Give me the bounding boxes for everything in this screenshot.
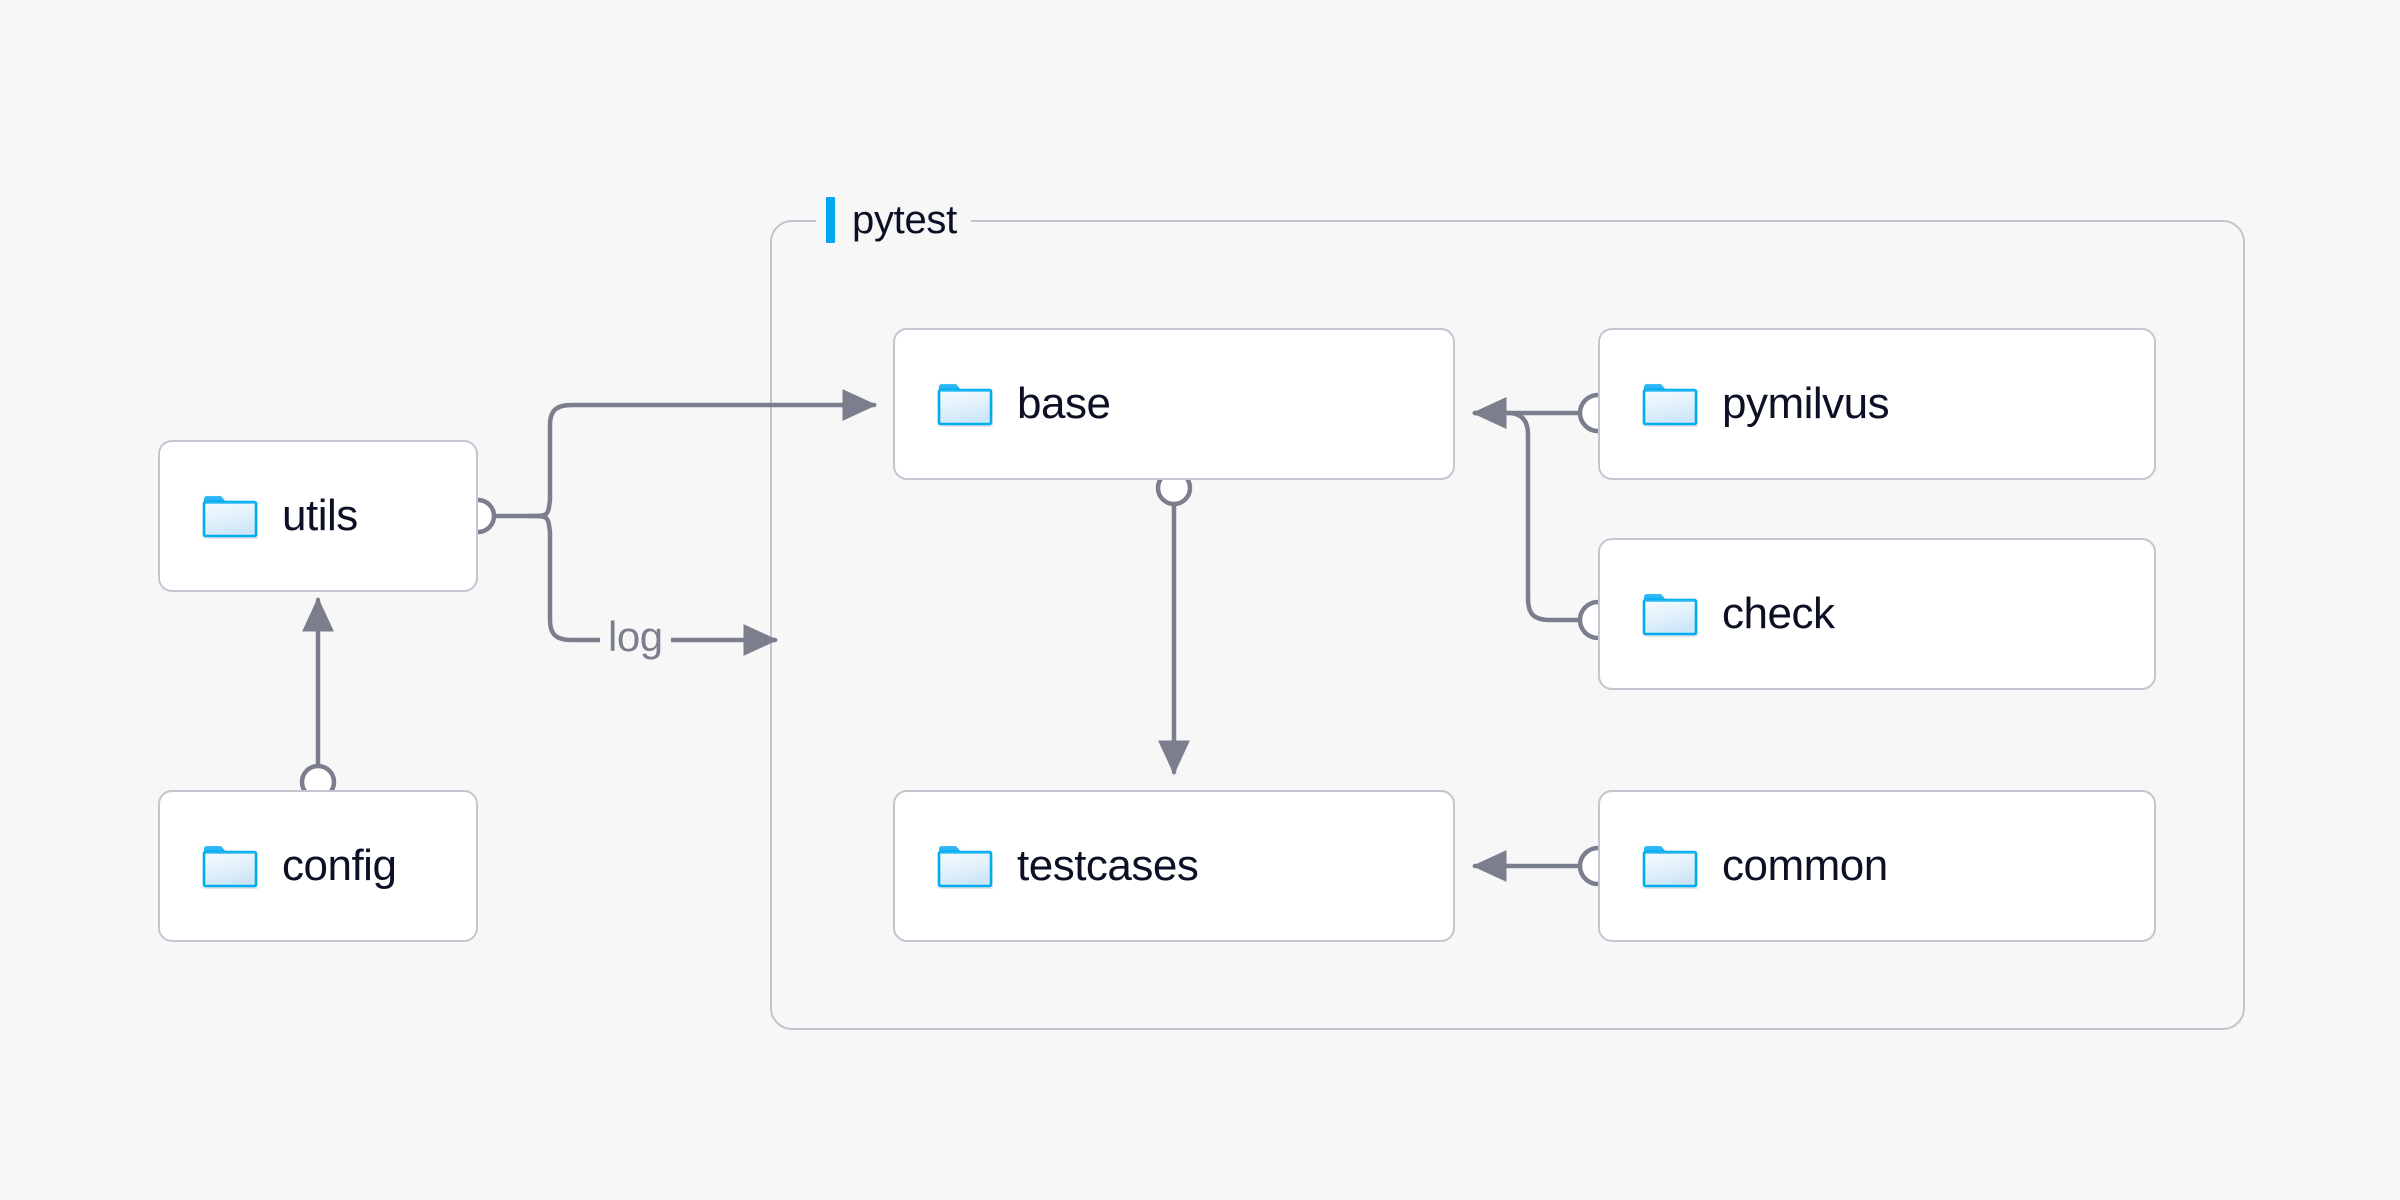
folder-icon <box>202 496 258 538</box>
edge-utils-base <box>491 389 877 519</box>
edge-label-log: log <box>600 614 671 660</box>
node-common[interactable]: common <box>1598 790 2156 942</box>
node-utils[interactable]: utils <box>158 440 478 592</box>
edge-base-testcases <box>1155 469 1193 775</box>
node-label-config: config <box>282 841 397 890</box>
node-base[interactable]: base <box>893 328 1455 480</box>
node-label-utils: utils <box>282 491 358 540</box>
node-label-testcases: testcases <box>1017 841 1199 890</box>
folder-icon <box>202 846 258 888</box>
group-title-label: pytest <box>852 198 957 242</box>
group-accent-bar <box>826 197 835 243</box>
group-title-pytest: pytest <box>816 193 971 247</box>
node-label-check: check <box>1722 589 1835 638</box>
node-testcases[interactable]: testcases <box>893 790 1455 942</box>
edge-config-utils <box>299 597 337 801</box>
node-pymilvus[interactable]: pymilvus <box>1598 328 2156 480</box>
node-config[interactable]: config <box>158 790 478 942</box>
node-check[interactable]: check <box>1598 538 2156 690</box>
folder-icon <box>937 384 993 426</box>
edge-common-testcases <box>1472 845 1619 887</box>
node-label-base: base <box>1017 379 1111 428</box>
node-label-common: common <box>1722 841 1888 890</box>
folder-icon <box>1642 594 1698 636</box>
node-label-pymilvus: pymilvus <box>1722 379 1890 428</box>
edge-check-base <box>1472 397 1619 641</box>
folder-icon <box>1642 846 1698 888</box>
edge-utils-log <box>527 513 778 656</box>
folder-icon <box>937 846 993 888</box>
folder-icon <box>1642 384 1698 426</box>
